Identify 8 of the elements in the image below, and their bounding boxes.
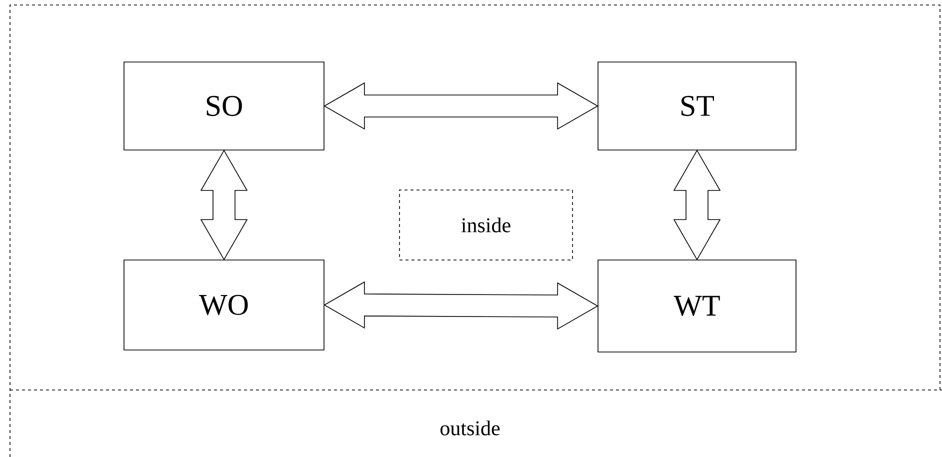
double-arrow [200,150,248,260]
process-box: WO [124,260,324,350]
region-label: outside [440,420,500,436]
process-box: WT [598,260,796,352]
process-box: ST [598,62,796,150]
double-arrow [673,150,721,260]
process-box: SO [124,62,324,150]
region-box: inside [399,190,573,260]
